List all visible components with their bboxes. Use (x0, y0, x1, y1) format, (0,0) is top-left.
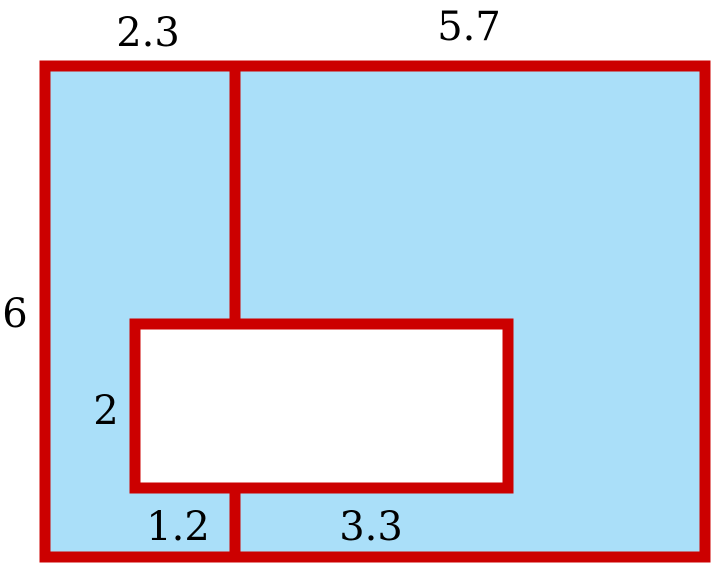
top-right-width-label: 5.7 (437, 4, 501, 50)
top-left-width-label: 2.3 (116, 10, 180, 56)
bottom-left-segment-label: 1.2 (146, 504, 210, 550)
hole-height-label: 2 (93, 388, 118, 434)
bottom-right-segment-label: 3.3 (339, 504, 403, 550)
total-height-label: 6 (2, 291, 27, 337)
hole-rectangle (129, 318, 514, 494)
